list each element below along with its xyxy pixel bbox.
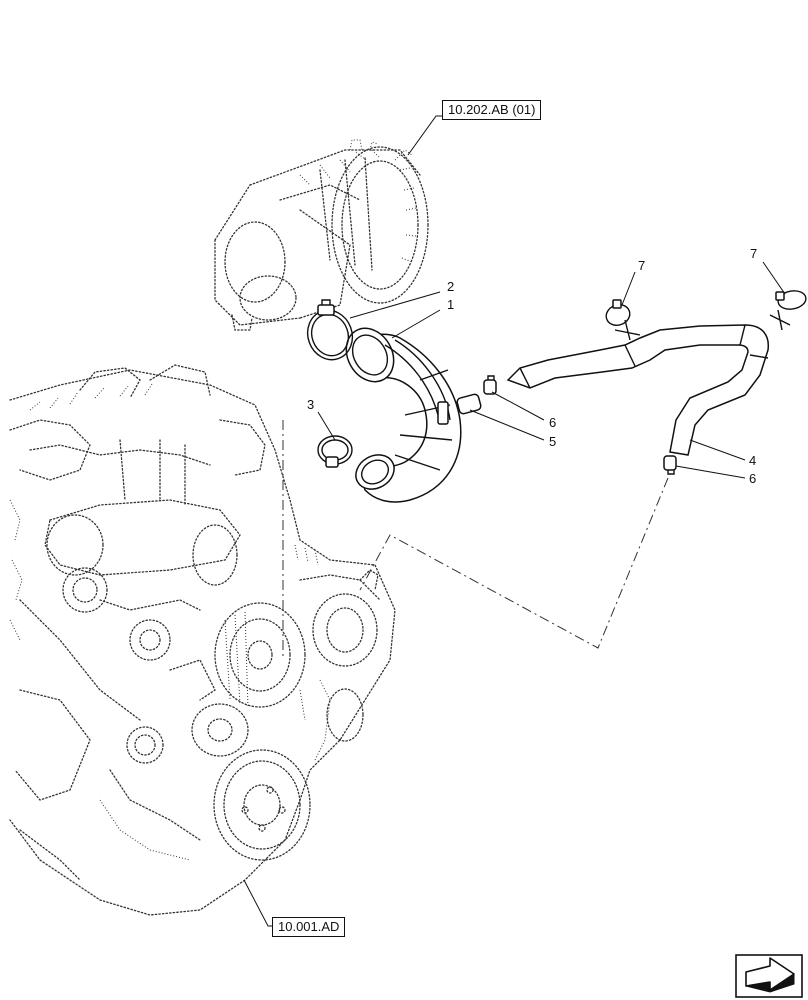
callout-7-right: 7 (750, 246, 758, 261)
intake-elbow-hose (345, 327, 462, 503)
callout-6-lower: 6 (749, 471, 757, 486)
flow-line-breather (359, 477, 669, 649)
callout-5: 5 (549, 434, 557, 449)
callout-2: 2 (447, 279, 455, 294)
callout-4: 4 (749, 453, 757, 468)
callout-6-upper: 6 (549, 415, 557, 430)
leader-lines (243, 115, 786, 927)
callout-3: 3 (307, 397, 315, 412)
cable-tie-left (605, 299, 641, 341)
callout-7-left: 7 (638, 258, 646, 273)
engine-block (9, 364, 396, 916)
cable-tie-right (769, 290, 807, 331)
breather-hose (506, 324, 770, 456)
next-page-arrow-icon[interactable] (735, 954, 803, 998)
small-clamp-upper (483, 375, 497, 395)
reference-air-filter[interactable]: 10.202.AB (01) (442, 100, 542, 120)
breather-fitting (456, 393, 482, 415)
air-filter-housing (214, 139, 429, 331)
hose-clamp-upper (306, 299, 354, 361)
reference-engine[interactable]: 10.001.AD (272, 917, 346, 937)
small-clamp-lower (663, 455, 677, 475)
hose-clamp-lower (317, 435, 353, 468)
callout-1: 1 (447, 297, 455, 312)
